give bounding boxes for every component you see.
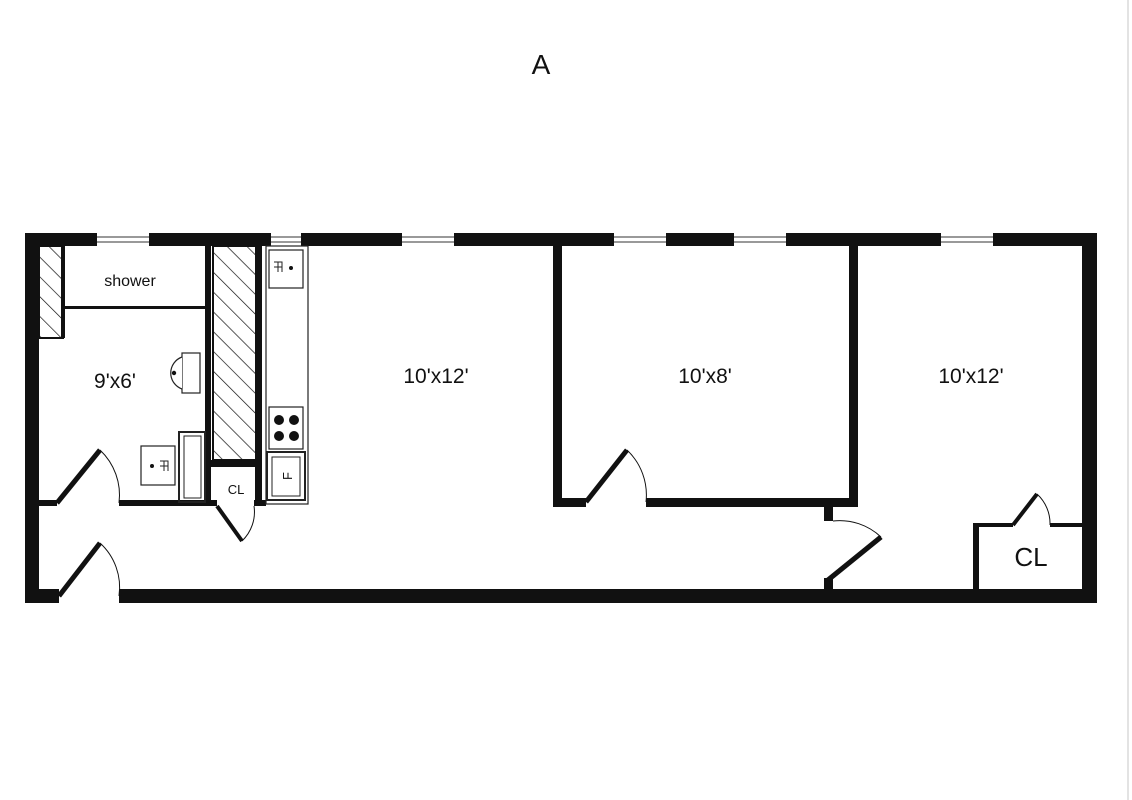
fridge-icon (266, 451, 306, 501)
right-bedroom-size-label: 10'x12' (938, 365, 1003, 388)
shower-label: shower (104, 273, 156, 290)
bedroom-closet-label: CL (1014, 542, 1047, 572)
closet-top-wall (211, 460, 257, 467)
bottom-wall-left (25, 589, 59, 603)
bath-door (55, 448, 120, 505)
right-wall (1082, 233, 1097, 603)
living-size-label: 10'x12' (403, 365, 468, 388)
right-closet-top-right (1050, 523, 1082, 527)
left-wall (25, 233, 39, 603)
middle-bedroom-size-label: 10'x8' (678, 365, 732, 388)
right-closet-left-wall (973, 523, 979, 591)
window-right (941, 233, 993, 246)
bathroom-size-label: 9'x6' (94, 370, 136, 393)
window-middle-1 (614, 233, 666, 246)
window-bath (97, 233, 149, 246)
fixtures (140, 245, 309, 505)
bath-bottom-right (119, 500, 217, 506)
kitchen-left-wall (255, 246, 262, 506)
hall-stub-top (824, 507, 833, 521)
bath-cabinet-inner (183, 435, 202, 499)
living-middle-wall (553, 246, 562, 507)
unit-label: A (532, 49, 551, 80)
middle-bedroom-door (584, 448, 647, 504)
middle-bottom-left (553, 498, 586, 507)
right-closet-door (1011, 492, 1051, 527)
entry-door (57, 541, 121, 598)
hall-stub-bottom (824, 578, 833, 590)
kitchen-chase (212, 245, 258, 461)
bath-cabinet (178, 431, 206, 503)
middle-bottom-right (646, 498, 858, 507)
right-bedroom-door (826, 520, 883, 582)
kitchen-sink-icon (268, 249, 304, 289)
bath-bottom-left (39, 500, 57, 506)
closet-door (215, 504, 255, 543)
right-closet-top-left (973, 523, 1013, 527)
bath-toilet-icon (140, 445, 176, 486)
bath-chase (38, 245, 64, 339)
top-wall (25, 233, 1097, 246)
closet-bottom-right (254, 500, 266, 506)
window-living (402, 233, 454, 246)
page-edge (1127, 0, 1129, 800)
interior-walls (38, 245, 1082, 591)
fridge-label: F (280, 472, 295, 480)
window-kitchen (271, 233, 301, 246)
bath-right-wall (205, 246, 211, 506)
bath-vanity-sink-icon (170, 352, 201, 394)
bottom-wall-main (119, 589, 1097, 603)
kitchen-counter (265, 245, 309, 505)
middle-right-wall (849, 246, 858, 507)
stove-icon (268, 406, 304, 450)
window-middle-2 (734, 233, 786, 246)
windows (97, 233, 993, 246)
doors (55, 448, 1051, 598)
shower-partition (63, 306, 208, 309)
hall-closet-label: CL (228, 482, 245, 497)
